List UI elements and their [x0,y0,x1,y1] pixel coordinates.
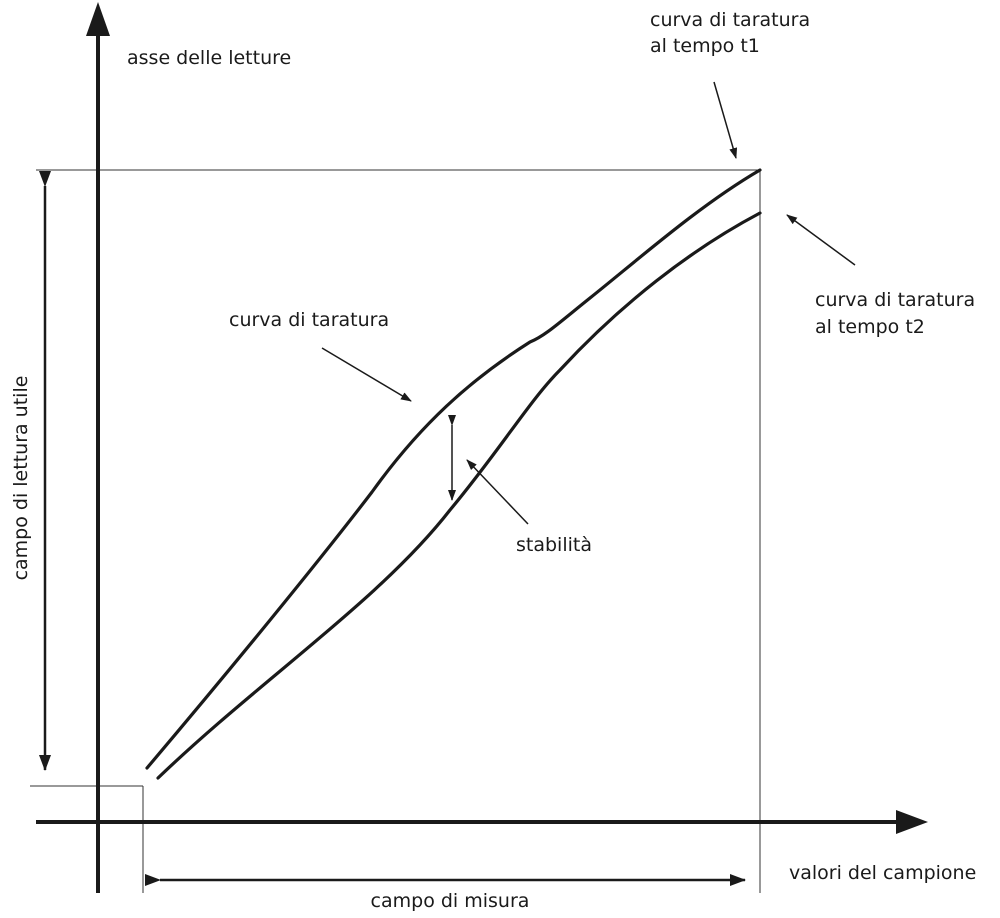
curve-t1-label-line2: al tempo t1 [650,35,760,57]
calibration-curve-t2 [156,211,762,780]
calibration-curve-t1 [145,168,762,770]
x-axis-arrowhead [896,810,928,834]
curve-t2-label-line1: curva di taratura [815,289,975,311]
pointer-curve-t2 [786,214,856,266]
y-axis-arrowhead [86,2,110,36]
y-axis-label: asse delle letture [127,47,291,69]
pointer-stability [466,459,529,525]
curve-label: curva di taratura [229,309,389,331]
curve-t2-label-line2: al tempo t2 [815,316,925,338]
stability-label: stabilità [516,534,592,556]
pointer-curve-t1 [713,81,738,159]
curve-t1-label-line1: curva di taratura [650,9,810,31]
pointer-curve [321,347,412,402]
reading-range-label: campo di lettura utile [10,376,32,581]
x-axis-label: valori del campione [789,862,976,884]
measure-range-label: campo di misura [371,890,530,912]
